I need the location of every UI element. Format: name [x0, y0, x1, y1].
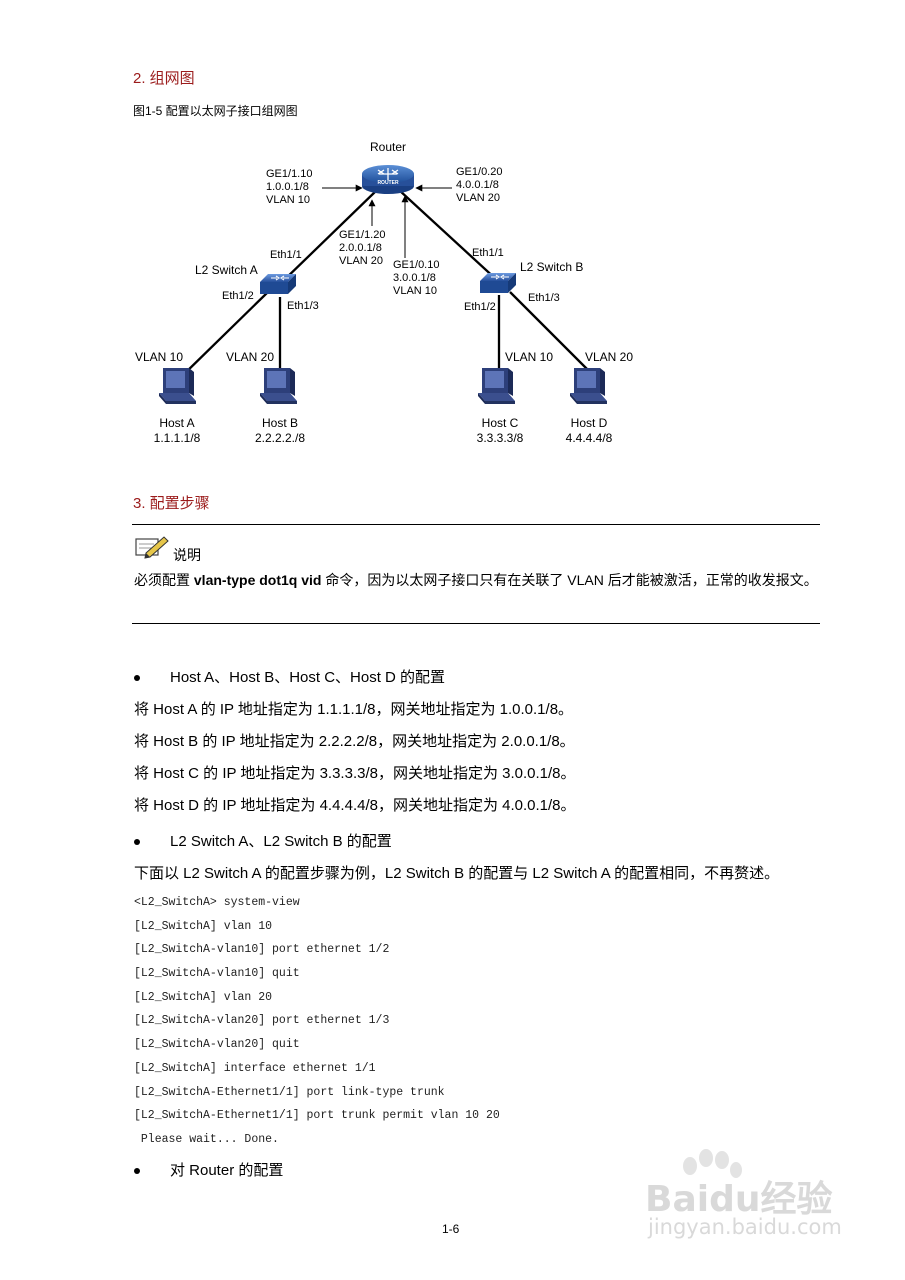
note-top-rule — [132, 524, 820, 525]
ge020-name: GE1/0.20 — [456, 166, 502, 178]
code-line: [L2_SwitchA] vlan 20 — [134, 991, 273, 1004]
code-line: [L2_SwitchA-Ethernet1/1] port link-type … — [134, 1086, 445, 1099]
ge110-vlan: VLAN 10 — [266, 194, 310, 206]
ge120-vlan: VLAN 20 — [339, 255, 383, 267]
ge120-name: GE1/1.20 — [339, 229, 385, 241]
link-switch-b-host-d — [509, 291, 593, 375]
note-command: vlan-type dot1q vid — [193, 572, 322, 588]
ge110-name: GE1/1.10 — [266, 168, 312, 180]
switch-b-eth2: Eth1/2 — [464, 301, 496, 313]
vlan-label-host-a: VLAN 10 — [135, 350, 183, 364]
code-line: [L2_SwitchA-vlan10] port ethernet 1/2 — [134, 943, 390, 956]
vlan-label-host-c: VLAN 10 — [505, 350, 553, 364]
host-c-name: Host C — [482, 416, 519, 430]
host-d-pc-icon — [570, 368, 607, 404]
host-a-config-line: 将 Host A 的 IP 地址指定为 1.1.1.1/8，网关地址指定为 1.… — [134, 701, 574, 718]
switch-a-eth3: Eth1/3 — [287, 300, 319, 312]
ge120-ip: 2.0.0.1/8 — [339, 242, 382, 254]
host-c-config-line: 将 Host C 的 IP 地址指定为 3.3.3.3/8，网关地址指定为 3.… — [134, 765, 576, 782]
code-line: [L2_SwitchA-vlan10] quit — [134, 967, 300, 980]
switch-b-eth1: Eth1/1 — [472, 247, 504, 259]
host-a-ip: 1.1.1.1/8 — [154, 431, 201, 445]
ge020-ip: 4.0.0.1/8 — [456, 179, 499, 191]
switch-b-icon — [480, 273, 516, 293]
host-b-pc-icon — [260, 368, 297, 404]
vlan-label-host-b: VLAN 20 — [226, 350, 274, 364]
section-2-title: 2. 组网图 — [133, 70, 195, 87]
host-d-config-line: 将 Host D 的 IP 地址指定为 4.4.4.4/8，网关地址指定为 4.… — [134, 797, 576, 814]
ge010-ip: 3.0.0.1/8 — [393, 272, 436, 284]
switch-b-label: L2 Switch B — [520, 260, 583, 274]
router-icon: ROUTER — [362, 165, 414, 194]
switch-a-icon — [260, 274, 296, 294]
watermark-url: jingyan.baidu.com — [648, 1215, 842, 1239]
code-line: [L2_SwitchA] interface ethernet 1/1 — [134, 1062, 376, 1075]
router-badge: ROUTER — [377, 180, 399, 186]
bullet-router-config: 对 Router 的配置 — [134, 1159, 283, 1180]
link-switch-a-host-a — [179, 290, 270, 379]
note-pencil-icon — [134, 535, 170, 564]
host-b-ip: 2.2.2.2./8 — [255, 431, 305, 445]
figure-caption: 图1-5 配置以太网子接口组网图 — [133, 104, 298, 118]
vlan-label-host-d: VLAN 20 — [585, 350, 633, 364]
host-c-ip: 3.3.3.3/8 — [477, 431, 524, 445]
section-3-title: 3. 配置步骤 — [133, 495, 210, 512]
code-line: [L2_SwitchA] vlan 10 — [134, 920, 273, 933]
link-router-switch-b — [398, 189, 499, 282]
code-line: <L2_SwitchA> system-view — [134, 896, 300, 909]
host-d-name: Host D — [571, 416, 608, 430]
ge010-name: GE1/0.10 — [393, 259, 439, 271]
ge110-ip: 1.0.0.1/8 — [266, 181, 309, 193]
network-diagram: ROUTER Router GE1/1.10 1.0.0.1/8 VLAN 10… — [135, 140, 633, 445]
host-a-name: Host A — [159, 416, 194, 430]
switch-b-eth3: Eth1/3 — [528, 292, 560, 304]
code-line: [L2_SwitchA-vlan20] port ethernet 1/3 — [134, 1014, 390, 1027]
note-title: 说明 — [173, 547, 201, 563]
host-d-ip: 4.4.4.4/8 — [566, 431, 613, 445]
ge010-vlan: VLAN 10 — [393, 285, 437, 297]
note-bottom-rule — [132, 623, 820, 624]
bullet-switch-config: L2 Switch A、L2 Switch B 的配置 — [134, 830, 392, 851]
host-b-name: Host B — [262, 416, 298, 430]
host-c-pc-icon — [478, 368, 515, 404]
bullet-hosts-config: Host A、Host B、Host C、Host D 的配置 — [134, 666, 445, 687]
note-text: 必须配置 vlan-type dot1q vid 命令，因为以太网子接口只有在关… — [134, 572, 818, 588]
ge020-vlan: VLAN 20 — [456, 192, 500, 204]
switch-a-eth1: Eth1/1 — [270, 249, 302, 261]
switch-config-intro: 下面以 L2 Switch A 的配置步骤为例，L2 Switch B 的配置与… — [134, 865, 780, 882]
host-b-config-line: 将 Host B 的 IP 地址指定为 2.2.2.2/8，网关地址指定为 2.… — [134, 733, 575, 750]
link-router-switch-a — [279, 189, 378, 285]
code-line: Please wait... Done. — [134, 1133, 279, 1146]
switch-a-label: L2 Switch A — [195, 263, 258, 277]
watermark-brand: Baidu经验 — [645, 1179, 833, 1220]
switch-a-eth2: Eth1/2 — [222, 290, 254, 302]
code-line: [L2_SwitchA-Ethernet1/1] port trunk perm… — [134, 1109, 500, 1122]
baidu-paw-icon — [672, 1148, 752, 1193]
host-a-pc-icon — [159, 368, 196, 404]
router-label: Router — [370, 140, 406, 154]
page-number: 1-6 — [442, 1222, 460, 1236]
code-line: [L2_SwitchA-vlan20] quit — [134, 1038, 300, 1051]
